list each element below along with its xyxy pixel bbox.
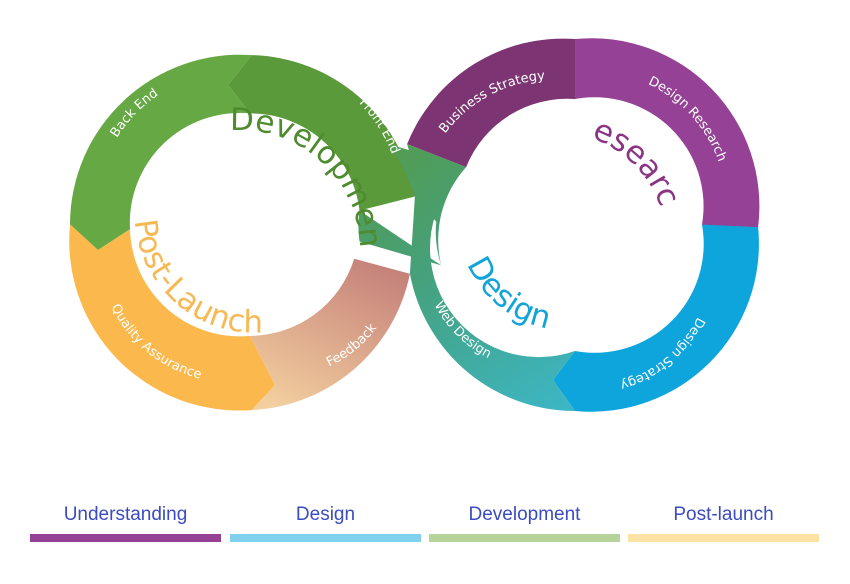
ring-segment-back-end: [70, 54, 252, 250]
ring-segment-quality-assurance: [69, 224, 275, 411]
legend: Understanding Design Development Post-la…: [0, 500, 850, 560]
ring-segment-design-research: [575, 38, 760, 250]
svg-text:Design: Design: [460, 251, 555, 337]
legend-label: Development: [468, 504, 581, 525]
infinity-process-diagram: Back End Front End Business Strategy Des…: [0, 0, 760, 412]
legend-label: Post-launch: [673, 504, 774, 525]
legend-item-understanding: Understanding: [30, 500, 221, 542]
legend-item-post-launch: Post-launch: [628, 500, 819, 542]
phase-title-design: Design: [460, 251, 555, 337]
crossing-strand-front: [358, 144, 467, 266]
legend-item-design: Design: [230, 500, 421, 542]
ring-segment-front-end: [228, 55, 415, 211]
legend-bar: [628, 534, 819, 542]
ring-segment-design-strategy: [553, 224, 759, 412]
legend-item-development: Development: [429, 500, 620, 542]
ring-segment-feedback: [250, 258, 410, 411]
legend-label: Understanding: [63, 504, 188, 525]
legend-bar: [230, 534, 421, 542]
legend-label: Design: [295, 504, 356, 525]
ring-segment-business-strategy: [407, 38, 597, 168]
legend-bar: [429, 534, 620, 542]
legend-bar: [30, 534, 221, 542]
